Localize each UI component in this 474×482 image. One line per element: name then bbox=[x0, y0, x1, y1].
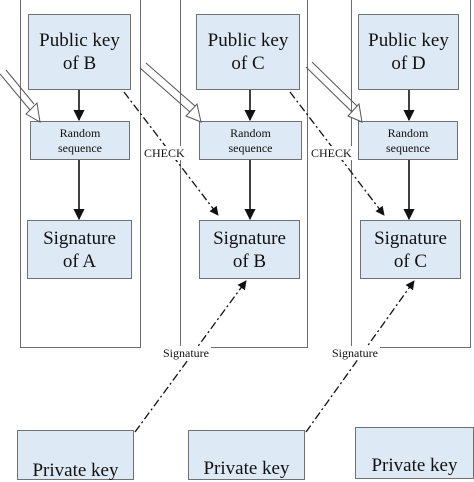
private-key-box-3: Private key bbox=[355, 427, 474, 479]
check-label-1: CHECK bbox=[142, 146, 187, 160]
public-key-text-3: Public key of D bbox=[368, 30, 449, 74]
signature-box-1: Signature of A bbox=[27, 220, 132, 279]
signature-text-1: Signature of A bbox=[43, 227, 116, 272]
random-sequence-text-3: Random sequence bbox=[386, 125, 430, 155]
random-sequence-text-1: Random sequence bbox=[58, 125, 102, 155]
public-key-box-1: Public key of B bbox=[28, 14, 131, 90]
signature-label-2: Signature bbox=[330, 346, 380, 360]
random-sequence-box-1: Random sequence bbox=[30, 121, 130, 160]
public-key-box-2: Public key of C bbox=[196, 14, 300, 90]
signature-box-3: Signature of C bbox=[360, 220, 461, 279]
random-sequence-box-3: Random sequence bbox=[358, 121, 458, 160]
private-key-text-1: Private key bbox=[32, 460, 119, 481]
signature-label-1: Signature bbox=[161, 346, 211, 360]
signature-text-3: Signature of C bbox=[374, 227, 447, 272]
signature-text-2: Signature of B bbox=[213, 227, 286, 272]
public-key-box-3: Public key of D bbox=[358, 14, 459, 90]
check-label-2: CHECK bbox=[309, 146, 354, 160]
public-key-text-1: Public key of B bbox=[39, 30, 120, 74]
private-key-box-2: Private key bbox=[188, 430, 305, 480]
public-key-text-2: Public key of C bbox=[207, 30, 289, 74]
private-key-text-3: Private key bbox=[371, 455, 458, 476]
random-sequence-box-2: Random sequence bbox=[199, 121, 302, 160]
random-sequence-text-2: Random sequence bbox=[228, 125, 273, 155]
signature-box-2: Signature of B bbox=[199, 220, 300, 279]
private-key-box-1: Private key bbox=[17, 430, 134, 481]
private-key-text-2: Private key bbox=[203, 458, 290, 479]
